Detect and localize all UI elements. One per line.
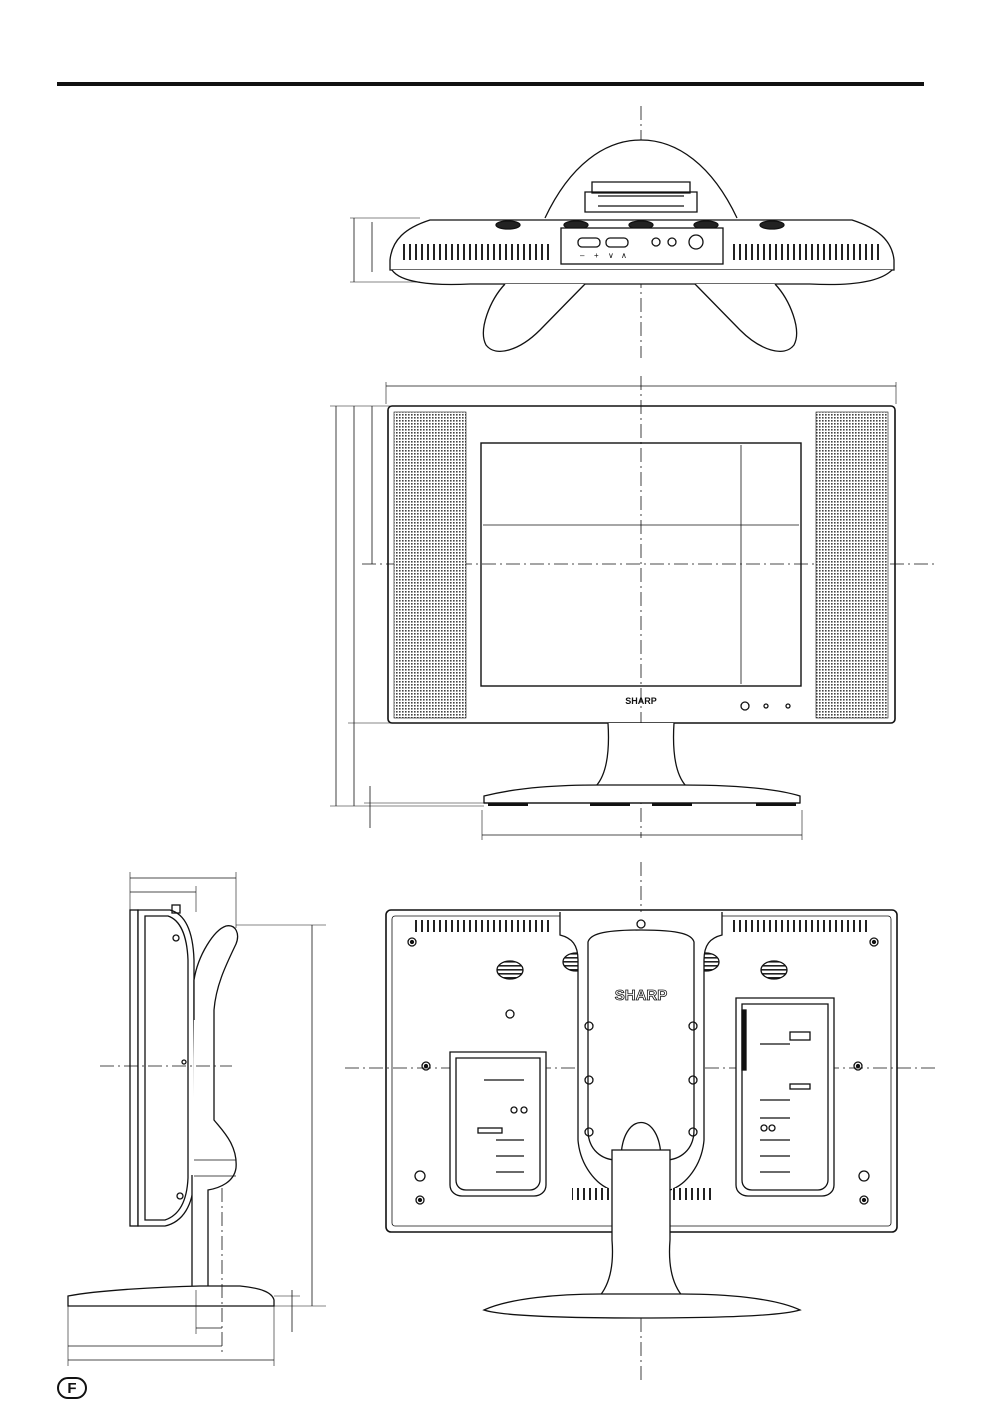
top-view (350, 106, 894, 358)
header-rule (57, 82, 924, 86)
front-view (330, 376, 935, 840)
control-mark-minus: – (580, 251, 585, 260)
control-mark-up: ∧ (621, 251, 627, 260)
front-brand-logo: SHARP (625, 696, 657, 706)
control-mark-plus: + (594, 251, 599, 260)
side-view (68, 872, 326, 1366)
control-mark-down: ∨ (608, 251, 614, 260)
back-brand-logo: SHARP (615, 987, 668, 1004)
back-view (345, 862, 935, 1382)
